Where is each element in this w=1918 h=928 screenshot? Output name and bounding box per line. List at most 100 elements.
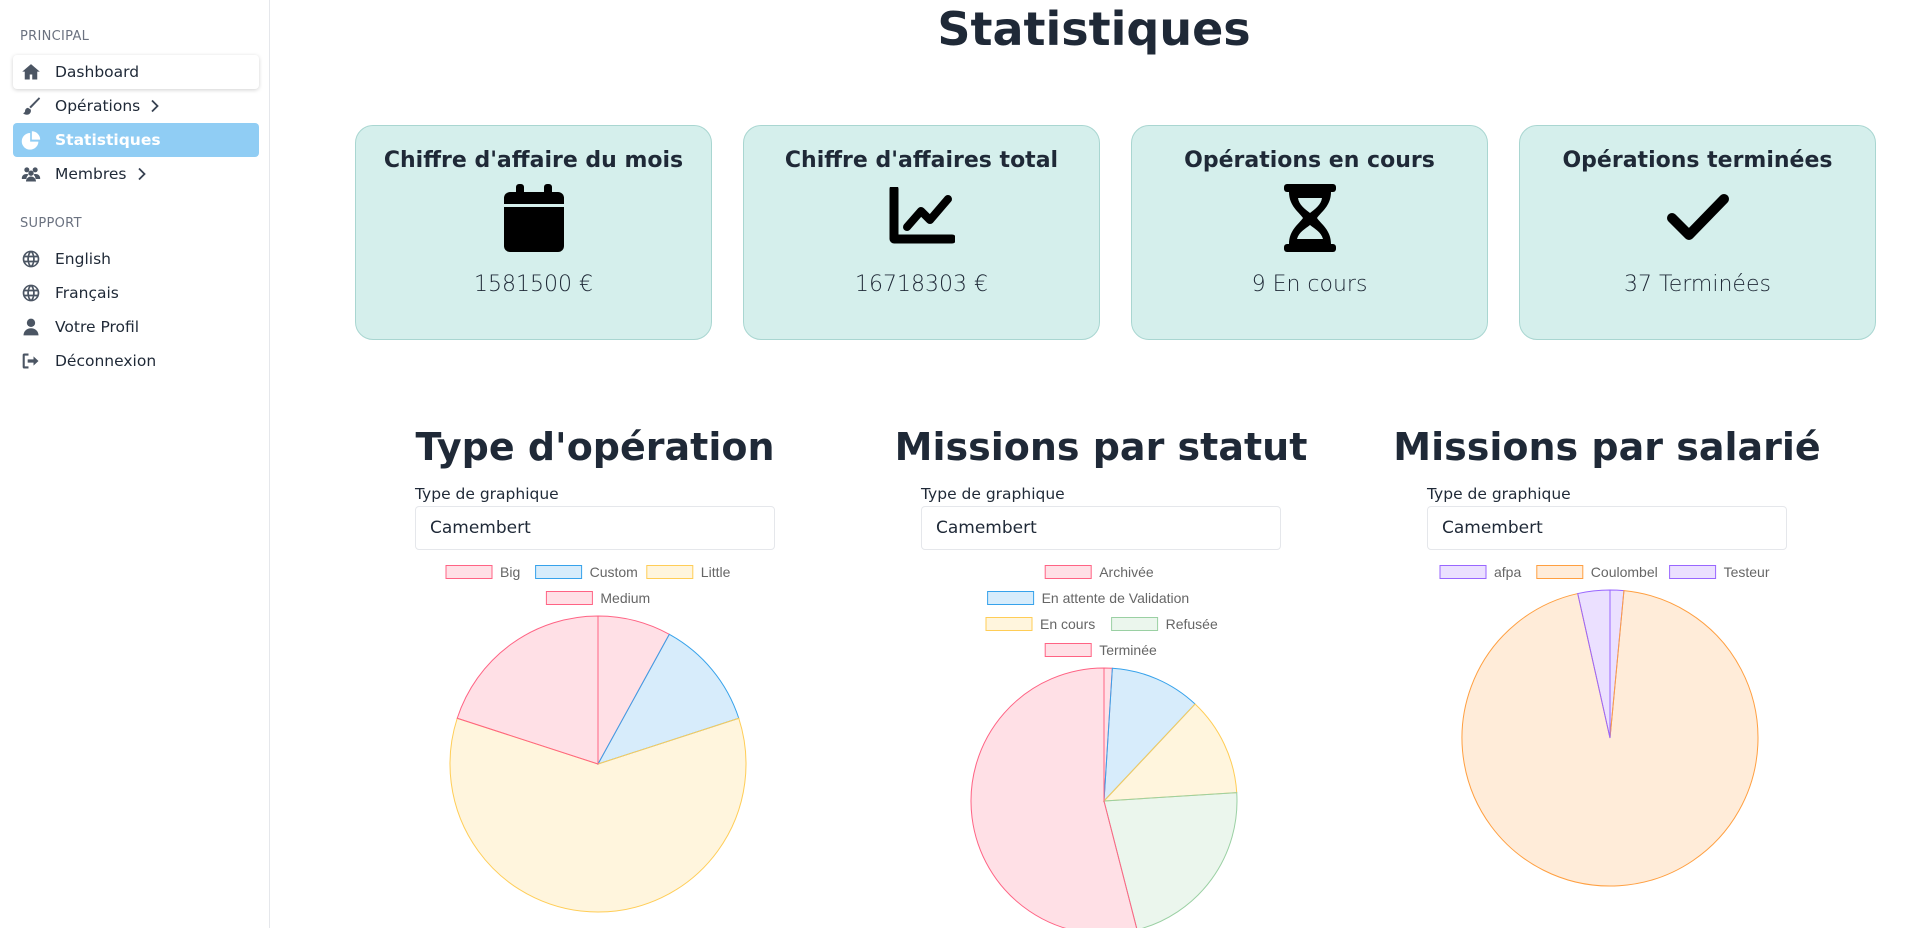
legend-item-little[interactable]: Little [646,564,731,580]
legend-item-big[interactable]: Big [445,564,520,580]
legend-item-custom[interactable]: Custom [535,564,638,580]
sidebar-item-english[interactable]: English [13,242,259,276]
legend-swatch [1111,617,1159,631]
pie-slice-testeur[interactable] [1577,589,1611,739]
stat-value: 1581500 € [474,272,593,297]
legend-item-refusee[interactable]: Refusée [1111,616,1218,632]
legend-label: Custom [590,564,638,580]
legend-label: Refusée [1166,616,1218,632]
legend-label: Coulombel [1591,564,1658,580]
stat-title: Opérations terminées [1562,148,1833,173]
logout-icon [20,350,42,372]
pie-chart: Archivée En attente de Validation En cours… [970,564,1238,928]
chart-title: Missions par statut [894,425,1308,469]
stat-card-ops-completed: Opérations terminées 37 Terminées [1519,125,1876,340]
legend-swatch [1044,565,1092,579]
legend-item-coulombel[interactable]: Coulombel [1536,564,1658,580]
legend-swatch [987,591,1035,605]
stat-card-monthly-revenue: Chiffre d'affaire du mois 1581500 € [355,125,712,340]
legend-label: Little [701,564,731,580]
pie-slice-en-cours[interactable] [1102,703,1238,802]
legend-item-en-attente-de-validation[interactable]: En attente de Validation [987,590,1190,606]
legend-item-medium[interactable]: Medium [545,590,650,606]
home-icon [20,61,42,83]
legend-swatch [535,565,583,579]
stat-value: 37 Terminées [1624,272,1771,297]
pie-slice-custom[interactable] [596,633,740,765]
brush-icon [20,95,42,117]
sidebar-item-label: Opérations [55,97,141,115]
stat-value: 9 En cours [1251,272,1368,297]
select-value: Camembert [1442,518,1543,538]
pie-slice-refusee[interactable] [1103,792,1238,928]
pie-chart-icon [20,129,42,151]
chevron-right-icon [150,99,160,113]
sidebar-item-dashboard[interactable]: Dashboard [13,55,259,89]
pie-slice-en-attente-de-validation[interactable] [1103,667,1196,803]
pie-slice-coulombel[interactable] [1461,590,1759,887]
legend-swatch [1536,565,1584,579]
chart-type-select[interactable]: Camembert [921,506,1281,550]
calendar-icon [501,182,567,254]
legend-swatch [1669,565,1717,579]
legend-label: Terminée [1099,642,1157,658]
legend-swatch [1044,643,1092,657]
user-icon [20,316,42,338]
sidebar-item-label: Déconnexion [55,352,157,370]
chart-type-select[interactable]: Camembert [415,506,775,550]
chart-type-label: Type de graphique [1427,485,1571,503]
sidebar-item-deconnexion[interactable]: Déconnexion [13,344,259,378]
chart-type-label: Type de graphique [921,485,1065,503]
legend-item-archivee[interactable]: Archivée [1044,564,1154,580]
sidebar-item-label: Votre Profil [55,318,140,336]
sidebar-item-profil[interactable]: Votre Profil [13,310,259,344]
legend-label: afpa [1494,564,1521,580]
select-value: Camembert [430,518,531,538]
sidebar-item-membres[interactable]: Membres [13,157,259,191]
pie-slice-terminee[interactable] [970,667,1138,928]
legend-swatch [1439,565,1487,579]
pie-chart: afpa Coulombel Testeur [1439,564,1770,887]
sidebar-item-label: Statistiques [55,131,161,149]
legend-item-terminee[interactable]: Terminée [1044,642,1157,658]
legend-swatch [985,617,1033,631]
stat-value: 16718303 € [855,272,988,297]
globe-icon [20,248,42,270]
pie-slice-medium[interactable] [456,615,599,765]
chevron-right-icon [137,167,147,181]
stat-title: Chiffre d'affaires total [784,148,1059,173]
stat-title: Chiffre d'affaire du mois [383,148,684,173]
legend-swatch [445,565,493,579]
hourglass-icon [1277,182,1343,254]
sidebar-item-label: Dashboard [55,63,140,81]
sidebar-item-francais[interactable]: Français [13,276,259,310]
legend-item-en-cours[interactable]: En cours [985,616,1095,632]
check-icon [1665,182,1731,254]
section-label-principal: PRINCIPAL [20,29,90,44]
chart-type-label: Type de graphique [415,485,559,503]
chart-title: Type d'opération [415,425,775,469]
sidebar-item-operations[interactable]: Opérations [13,89,259,123]
legend-item-testeur[interactable]: Testeur [1669,564,1770,580]
page-title: Statistiques [937,2,1251,56]
select-value: Camembert [936,518,1037,538]
legend-item-afpa[interactable]: afpa [1439,564,1521,580]
legend-label: Big [500,564,520,580]
line-chart-icon [889,182,955,254]
stat-card-total-revenue: Chiffre d'affaires total 16718303 € [743,125,1100,340]
sidebar-item-statistiques[interactable]: Statistiques [13,123,259,157]
legend-label: Medium [600,590,650,606]
legend-swatch [646,565,694,579]
pie-slice-little[interactable] [449,717,747,913]
stat-title: Opérations en cours [1184,148,1435,173]
stat-card-ops-in-progress: Opérations en cours 9 En cours [1131,125,1488,340]
legend-swatch [545,591,593,605]
users-icon [20,163,42,185]
chart-type-select[interactable]: Camembert [1427,506,1787,550]
sidebar: PRINCIPAL Dashboard Opérations Statistiq… [0,0,270,928]
legend-label: Archivée [1099,564,1154,580]
sidebar-item-label: Français [55,284,119,302]
globe-icon [20,282,42,304]
chart-title: Missions par salarié [1393,425,1821,469]
